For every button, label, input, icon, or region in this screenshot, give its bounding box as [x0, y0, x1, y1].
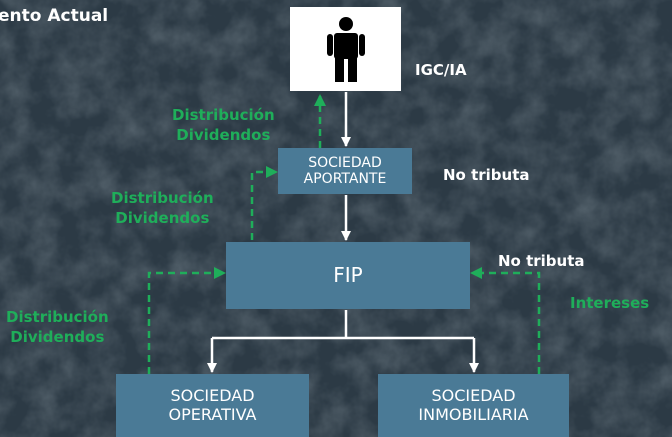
- dist1-line2: Dividendos: [176, 125, 271, 144]
- sociedad-operativa-node: SOCIEDAD OPERATIVA: [116, 374, 309, 437]
- distribucion-dividendos-label-2: Distribución Dividendos: [111, 189, 214, 228]
- sociedad-aportante-node: SOCIEDAD APORTANTE: [278, 148, 412, 194]
- accionista-node: [290, 7, 401, 91]
- person-icon: [326, 17, 365, 82]
- interest-arrow-inmobiliaria-to-fip: [470, 267, 541, 374]
- sociedad-inmobiliaria-line2: INMOBILIARIA: [418, 404, 529, 424]
- dist1-line1: Distribución: [172, 106, 275, 124]
- igc-ia-label: IGC/IA: [415, 61, 467, 79]
- dist3-line1: Distribución: [6, 308, 109, 326]
- page-title: ento Actual: [0, 6, 109, 26]
- distribucion-dividendos-label-3: Distribución Dividendos: [6, 308, 109, 347]
- sociedad-inmobiliaria-line1: SOCIEDAD: [431, 386, 516, 406]
- dist2-line2: Dividendos: [115, 208, 210, 227]
- sociedad-operativa-line1: SOCIEDAD: [170, 386, 255, 406]
- sociedad-aportante-line2: APORTANTE: [303, 171, 387, 187]
- fip-node: FIP: [226, 242, 470, 309]
- dist2-line1: Distribución: [111, 189, 214, 207]
- no-tributa-fip-label: No tributa: [498, 252, 585, 270]
- dividend-arrow-fip-to-aportante: [250, 166, 278, 240]
- intereses-label: Intereses: [570, 294, 650, 312]
- sociedad-inmobiliaria-node: SOCIEDAD INMOBILIARIA: [378, 374, 569, 437]
- dist3-line2: Dividendos: [10, 327, 105, 346]
- dividend-arrow-operativa-to-fip: [147, 267, 226, 374]
- no-tributa-aportante-label: No tributa: [443, 166, 530, 184]
- sociedad-aportante-line1: SOCIEDAD: [308, 154, 382, 171]
- sociedad-operativa-line2: OPERATIVA: [168, 404, 257, 424]
- distribucion-dividendos-label-1: Distribución Dividendos: [172, 106, 275, 145]
- fip-label: FIP: [333, 263, 363, 287]
